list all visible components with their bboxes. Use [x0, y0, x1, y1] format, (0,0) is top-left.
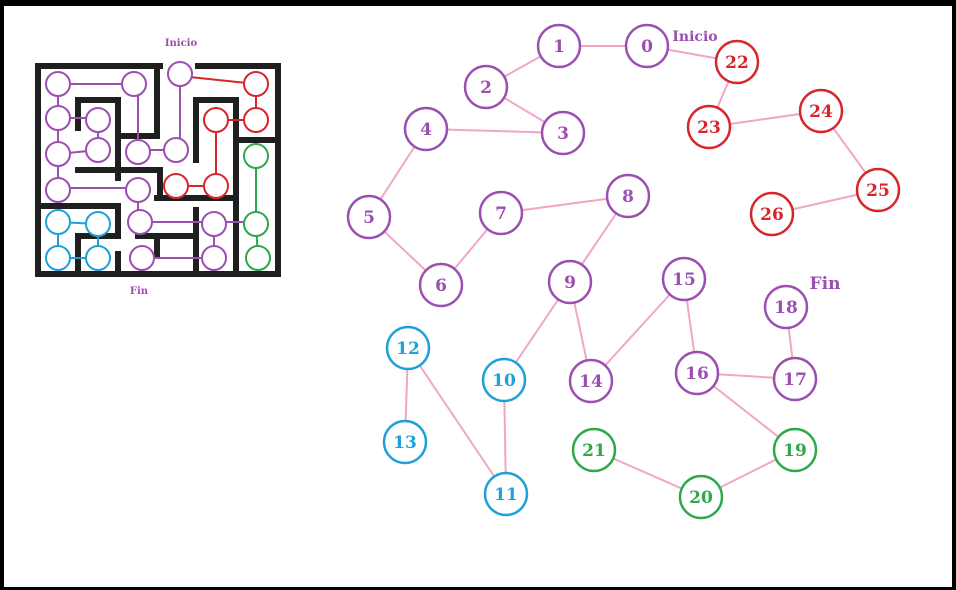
graph-node-label: 5 [363, 208, 375, 228]
graph-node-circle [749, 191, 795, 237]
graph-node-circle [481, 357, 527, 403]
maze-circles [45, 61, 271, 271]
graph-node-circle [661, 256, 707, 302]
graph-node-26: 26 [749, 191, 795, 237]
graph-node-label: 7 [495, 204, 507, 224]
graph-node-4: 4 [403, 106, 449, 152]
graph-node-circle [678, 474, 724, 520]
graph-node-label: 20 [689, 488, 713, 508]
graph-node-label: 13 [393, 433, 417, 453]
graph-node-circle [478, 190, 524, 236]
graph-node-label: 14 [579, 372, 603, 392]
graph-node-circle [714, 39, 760, 85]
graph-node-11: 11 [483, 471, 529, 517]
graph-node-12: 12 [385, 325, 431, 371]
graph-node-circle [763, 284, 809, 330]
graph-node-circle [772, 427, 818, 473]
maze-thumbnail: Inicio Fin [35, 38, 281, 297]
graph-node-circle [540, 110, 586, 156]
graph-node-5: 5 [346, 194, 392, 240]
graph-node-8: 8 [605, 173, 651, 219]
maze-walls [35, 63, 281, 277]
graph-node-23: 23 [686, 104, 732, 150]
graph-node-1: 1 [536, 23, 582, 69]
graph-node-label: 9 [564, 273, 576, 293]
graph-node-circle [674, 350, 720, 396]
graph-node-label: 1 [553, 37, 565, 57]
graph-node-14: 14 [568, 358, 614, 404]
maze-path-purple [57, 74, 256, 259]
graph-node-10: 10 [481, 357, 527, 403]
graph-node-9: 9 [547, 259, 593, 305]
graph-end-label: Fin [810, 274, 841, 294]
graph-edge-11-12 [407, 347, 507, 495]
graph-node-label: 24 [809, 102, 833, 122]
graph-node-13: 13 [382, 419, 428, 465]
graph-node-label: 12 [396, 339, 420, 359]
graph-node-circle [403, 106, 449, 152]
graph-node-circle [568, 358, 614, 404]
graph-node-22: 22 [714, 39, 760, 85]
graph-edge-14-15 [590, 278, 685, 382]
graph-node-circle [385, 325, 431, 371]
graph-node-label: 25 [866, 181, 890, 201]
graph-node-label: 3 [557, 124, 569, 144]
graph-node-circle [536, 23, 582, 69]
graph-node-label: 10 [492, 371, 516, 391]
graph-node-label: 2 [480, 78, 492, 98]
graph-node-circle [346, 194, 392, 240]
graph-node-circle [571, 427, 617, 473]
graph-node-circle [686, 104, 732, 150]
graph-node-label: 6 [435, 276, 447, 296]
graph-node-label: 0 [641, 37, 653, 57]
graph-node-25: 25 [855, 167, 901, 213]
graph-node-label: 18 [774, 298, 798, 318]
graph-node-0: 0 [624, 23, 670, 69]
graph-node-circle [547, 259, 593, 305]
graph-node-label: 15 [672, 270, 696, 290]
maze-start-label: Inicio [165, 38, 198, 49]
graph-node-label: 21 [582, 441, 606, 461]
graph-node-label: 11 [494, 485, 518, 505]
graph-node-label: 16 [685, 364, 709, 384]
graph-node-circle [463, 64, 509, 110]
graph-node-3: 3 [540, 110, 586, 156]
graph-node-circle [382, 419, 428, 465]
graph-node-20: 20 [678, 474, 724, 520]
graph-node-circle [798, 88, 844, 134]
graph-node-label: 17 [783, 370, 807, 390]
graph-node-label: 26 [760, 205, 784, 225]
graph-node-15: 15 [661, 256, 707, 302]
graph-node-circle [624, 23, 670, 69]
graph-node-18: 18 [763, 284, 809, 330]
graph-node-circle [605, 173, 651, 219]
graph-start-label: Inicio [672, 29, 717, 45]
graph-node-2: 2 [463, 64, 509, 110]
graph-node-label: 22 [725, 53, 749, 73]
graph-node-7: 7 [478, 190, 524, 236]
graph-node-16: 16 [674, 350, 720, 396]
graph-node-circle [483, 471, 529, 517]
graph-node-circle [418, 262, 464, 308]
graph-node-circle [772, 356, 818, 402]
graph-node-6: 6 [418, 262, 464, 308]
graph-node-21: 21 [571, 427, 617, 473]
graph-node-19: 19 [772, 427, 818, 473]
graph-node-label: 8 [622, 187, 634, 207]
graph-node-label: 19 [783, 441, 807, 461]
graph-node-label: 4 [420, 120, 432, 140]
graph-node-17: 17 [772, 356, 818, 402]
graph-node-24: 24 [798, 88, 844, 134]
graph-node-circle [855, 167, 901, 213]
maze-end-label: Fin [130, 286, 149, 297]
graph-edge-3-4 [425, 128, 564, 134]
graph-node-label: 23 [697, 118, 721, 138]
